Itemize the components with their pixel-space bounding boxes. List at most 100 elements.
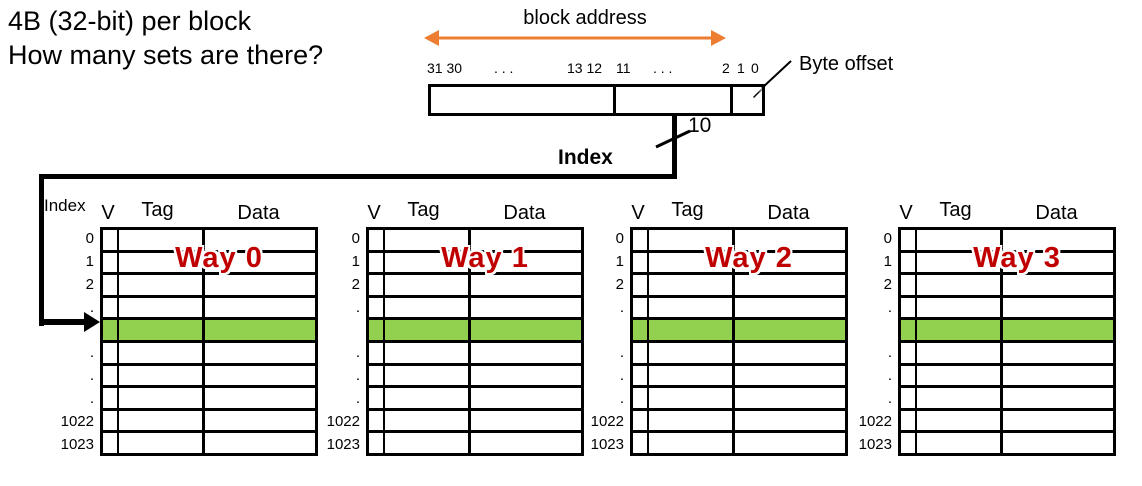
col-header-tag: Tag (407, 199, 440, 221)
cell-data (471, 343, 581, 363)
cache-row (103, 410, 315, 434)
index-line-vertical-left (39, 174, 44, 326)
cell-v (633, 320, 649, 340)
cell-v (633, 275, 649, 295)
bit-label-ellipsis-hi: . . . (494, 60, 514, 76)
cell-tag (385, 410, 471, 431)
cell-tag (119, 275, 205, 295)
cell-v (901, 388, 917, 408)
col-header-valid: V (367, 202, 381, 224)
cell-tag (917, 410, 1003, 431)
cache-row (901, 275, 1113, 298)
cache-row (369, 365, 581, 389)
cache-row (103, 297, 315, 321)
row-index-label: . (887, 390, 892, 408)
cell-v (369, 410, 385, 431)
row-index-label: 0 (615, 229, 624, 247)
cell-data (205, 366, 315, 386)
cell-v (369, 388, 385, 408)
cell-data (735, 433, 845, 453)
cell-data (471, 388, 581, 408)
cache-row (901, 230, 1113, 253)
cell-data (205, 411, 315, 431)
selected-set-arrow-shaft (39, 319, 85, 325)
bit-label-ellipsis-lo: . . . (653, 60, 673, 76)
row-index-label: . (887, 344, 892, 362)
cache-row (633, 297, 845, 321)
way-label: Way 2 (705, 242, 793, 274)
cache-row (369, 275, 581, 298)
cell-tag (385, 252, 471, 273)
row-index-label: 1 (883, 252, 892, 270)
cell-v (901, 297, 917, 318)
cache-row (901, 410, 1113, 434)
table-grid (366, 227, 584, 456)
row-index-label: . (355, 367, 360, 385)
cell-tag (119, 320, 205, 340)
cache-row (369, 388, 581, 411)
index-width-bits-label: 10 (688, 114, 712, 137)
cache-row (633, 410, 845, 434)
cell-tag (119, 433, 205, 453)
cell-data (1003, 433, 1113, 453)
cache-row (103, 342, 315, 366)
cell-v (369, 275, 385, 295)
cache-row (369, 410, 581, 434)
cell-data (1003, 320, 1113, 340)
cell-tag (119, 252, 205, 273)
row-index-label: . (619, 298, 624, 316)
cell-tag (119, 297, 205, 318)
cache-row-selected-set (369, 320, 581, 343)
bit-label-1: 1 (737, 60, 745, 76)
cell-v (901, 275, 917, 295)
cell-tag (649, 388, 735, 408)
row-index-label: . (887, 298, 892, 316)
cell-data (471, 320, 581, 340)
col-header-tag: Tag (939, 199, 972, 221)
row-index-label: 2 (883, 275, 892, 293)
cache-row (369, 230, 581, 253)
row-index-label: 0 (883, 229, 892, 247)
cell-data (205, 343, 315, 363)
row-index-label (834, 319, 892, 342)
cache-row (633, 433, 845, 453)
cell-data (205, 320, 315, 340)
cell-data (735, 298, 845, 318)
cell-v (103, 433, 119, 453)
cache-row (103, 275, 315, 298)
title-line-2: How many sets are there? (8, 40, 324, 70)
cache-row (103, 230, 315, 253)
cell-data (1003, 343, 1113, 363)
cell-data (735, 320, 845, 340)
cache-row (901, 433, 1113, 453)
cell-v (103, 297, 119, 318)
cell-v (369, 252, 385, 273)
cell-v (103, 365, 119, 386)
row-index-label: 2 (351, 275, 360, 293)
cell-v (633, 252, 649, 273)
cell-data (1003, 411, 1113, 431)
selected-set-arrowhead-icon (84, 312, 100, 332)
cell-tag (649, 410, 735, 431)
cell-data (735, 275, 845, 295)
row-index-label: . (355, 344, 360, 362)
cell-v (103, 410, 119, 431)
cell-tag (649, 342, 735, 363)
cache-row (369, 252, 581, 276)
col-header-data: Data (767, 202, 810, 224)
row-index-label: . (89, 298, 94, 316)
cell-v (633, 365, 649, 386)
cell-data (1003, 388, 1113, 408)
cell-v (369, 342, 385, 363)
row-index-label (302, 319, 360, 342)
cell-tag (385, 297, 471, 318)
cell-v (103, 230, 119, 250)
cell-data (205, 298, 315, 318)
cell-v (901, 433, 917, 453)
cell-tag (385, 275, 471, 295)
row-index-label: 1023 (326, 436, 360, 454)
col-header-valid: V (631, 202, 645, 224)
